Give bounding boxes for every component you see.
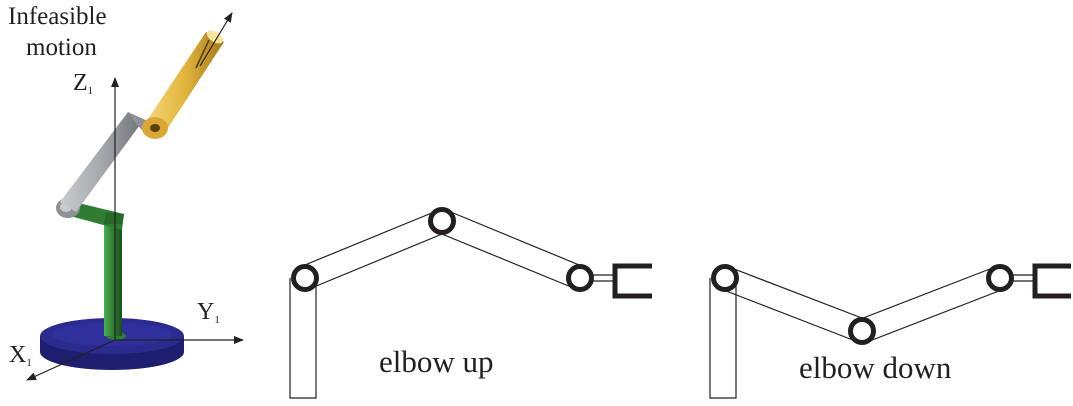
elbow-down-link1-edge-b [720, 288, 859, 343]
elbow-up-wrist-joint [566, 264, 594, 292]
elbow-down-elbow-joint [848, 317, 876, 345]
elbow-up-elbow-joint [428, 207, 456, 235]
annotation-line-1: Infeasible [8, 3, 107, 30]
elbow-up-link1-edge-a [299, 209, 440, 268]
elbow-down-link2-edge-a [857, 266, 996, 321]
elbow-down-link1-edge-a [728, 266, 868, 321]
robot-middle-link [60, 112, 150, 212]
robot-lower-link [70, 202, 124, 336]
elbow-down-gripper [1011, 263, 1071, 299]
x-axis-label: X1 [9, 342, 32, 369]
elbow-down-link2-edge-b [866, 288, 1005, 343]
elbow-down-base-link [709, 278, 737, 399]
annotation-line-2: motion [26, 34, 97, 61]
elbow-down-schematic [709, 263, 1071, 399]
elbow-down-caption: elbow down [799, 350, 952, 385]
elbow-up-link2-edge-a [445, 209, 585, 268]
elbow-up-link1-edge-b [308, 231, 448, 290]
elbow-up-gripper [591, 263, 652, 299]
elbow-up-link2-edge-b [436, 231, 577, 290]
infeasible-motion-arrow [199, 12, 233, 67]
robot-3d-model [26, 12, 244, 381]
elbow-down-wrist-joint [986, 264, 1014, 292]
elbow-down-shoulder-joint [711, 264, 739, 292]
x-axis-arrow [26, 339, 116, 381]
elbow-up-base-link [289, 278, 317, 399]
y-axis-label: Y1 [197, 299, 220, 326]
elbow-up-shoulder-joint [291, 264, 319, 292]
z-axis-label: Z1 [73, 70, 94, 97]
elbow-up-schematic [289, 207, 652, 399]
elbow-up-caption: elbow up [379, 344, 494, 379]
